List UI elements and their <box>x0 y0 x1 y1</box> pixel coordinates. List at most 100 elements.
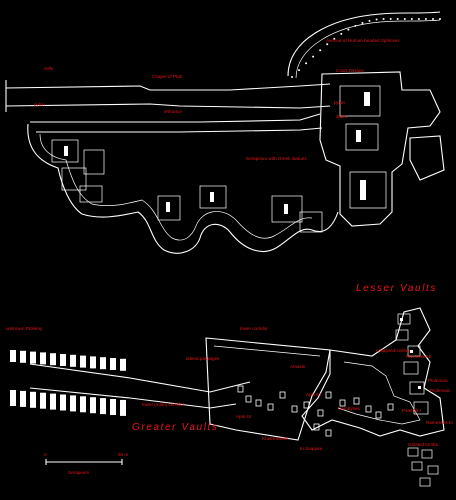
sphinx-dot <box>347 28 350 31</box>
lower-plan: Lesser Vaults Greater Vaults unknown Pto… <box>6 283 453 487</box>
sphinx-dot <box>432 18 434 20</box>
lesser-vaults-outline <box>301 307 445 437</box>
scale-end: 50 m <box>118 452 128 457</box>
lower-main-corridor-bottom <box>29 387 237 409</box>
vault-niche <box>40 392 46 409</box>
vault-niche <box>20 390 26 407</box>
vault-niche <box>120 358 126 371</box>
burial-chamber <box>303 401 310 409</box>
hall-chamber-dots <box>237 385 394 437</box>
court-pillar <box>356 130 361 142</box>
label-cambyses: Cambyses <box>338 406 360 411</box>
sphinx-dot <box>396 18 399 20</box>
central-hall-outline <box>205 337 331 441</box>
sphinx-dot <box>368 19 371 22</box>
lesser-vault-rooms <box>395 313 429 415</box>
burial-chamber <box>387 403 394 411</box>
label-cells: cells <box>44 66 54 71</box>
label-entrance: entrance <box>164 109 182 114</box>
burial-chamber <box>365 405 372 413</box>
sphinx-dots <box>291 18 441 78</box>
eastern-annex <box>409 135 445 181</box>
burial-chamber <box>237 385 244 393</box>
title-lesser-vaults: Lesser Vaults <box>356 283 437 294</box>
vault-niche <box>110 358 116 370</box>
sphinx-dot <box>361 22 364 24</box>
sphinx-dot <box>298 69 300 72</box>
upper-gallery-bottom <box>36 127 323 133</box>
label-ptolemaic-1: Ptolemaic <box>428 378 449 383</box>
court-inner-room-3 <box>349 171 387 209</box>
label-collapsed-ceiling: collapsed ceiling <box>376 348 410 353</box>
label-ptolemaic-2: Ptolemaic <box>430 388 451 393</box>
vault-niche <box>120 399 126 416</box>
burial-chamber <box>375 411 382 419</box>
vault-niche <box>60 394 66 411</box>
sphinx-dot <box>340 32 343 35</box>
sphinx-avenue-inner-wall <box>295 19 441 79</box>
upper-corridor-top-wall <box>5 83 331 91</box>
sphinx-dot <box>389 18 392 20</box>
label-chapel-ptah: Chapel of Ptah <box>152 74 183 79</box>
label-pylon-2: pylon <box>334 100 345 105</box>
sphinx-dot <box>333 37 336 40</box>
burial-chamber <box>291 405 298 413</box>
court-inner-room-1 <box>339 85 381 117</box>
vault-niche <box>110 399 116 415</box>
court-pillar <box>364 92 370 106</box>
burial-chamber <box>339 399 346 407</box>
vault-niche <box>90 397 96 414</box>
sphinx-dot <box>354 24 357 27</box>
label-unknown-ptolemy: unknown Ptolemy <box>6 326 43 331</box>
label-apis-51: Apis 51 <box>306 392 322 397</box>
vault-niche <box>70 354 76 367</box>
label-lower-corridor: lower corridor <box>240 326 268 331</box>
upper-rooms <box>51 139 323 233</box>
sphinx-dot <box>291 76 293 78</box>
label-amasis: Amasis <box>290 364 306 369</box>
sphinx-dot <box>382 18 385 20</box>
vault-niche <box>100 398 106 415</box>
burial-chamber <box>267 403 274 411</box>
vault-niche <box>10 390 16 406</box>
vault-niche <box>50 393 56 410</box>
label-serapeum-greek-statues: Serapeum with Greek statues <box>246 156 307 161</box>
vault-niche <box>50 353 56 366</box>
label-to-saqqara: to Saqqara <box>300 446 323 451</box>
greater-vaults-comb <box>10 350 126 416</box>
scale-caption: Serapeum <box>68 470 89 475</box>
vault-niche <box>80 355 86 368</box>
label-lower-main-corridor: lower (main) corridor <box>142 402 185 407</box>
burial-chamber <box>279 391 286 399</box>
upper-corridor-bottom-wall <box>5 103 331 109</box>
sphinx-dot <box>410 18 413 20</box>
lower-main-corridor-top <box>29 363 251 393</box>
upper-cave-inner <box>39 133 313 241</box>
label-isolated-tombs: Isolated tombs <box>408 442 439 447</box>
upper-cave-outline <box>27 123 339 254</box>
label-court-terrace: Court Terrace <box>336 68 364 73</box>
burial-chamber <box>245 395 252 403</box>
lesser-vaults-inner <box>337 361 421 425</box>
central-hall-inner <box>213 345 321 357</box>
upper-gallery-top <box>30 113 321 123</box>
sphinx-dot <box>417 18 420 20</box>
label-stairs: stairs <box>336 114 348 119</box>
vault-niche <box>10 350 16 362</box>
vault-niche <box>90 356 96 369</box>
upper-plan: Avenue of Human-headed Sphinxes Chapel o… <box>5 11 445 254</box>
isolated-tombs <box>407 447 439 487</box>
burial-chamber <box>317 409 324 417</box>
sphinx-dot <box>375 18 378 21</box>
sphinx-dot <box>439 18 441 20</box>
burial-chamber <box>325 391 332 399</box>
sphinx-dot <box>424 18 427 20</box>
vault-niche <box>30 351 36 364</box>
scale-start: 0 <box>44 452 47 457</box>
label-sphinx-avenue: Avenue of Human-headed Sphinxes <box>326 38 400 43</box>
vault-niche <box>40 352 46 365</box>
title-greater-vaults: Greater Vaults <box>132 422 219 433</box>
sphinx-dot <box>305 62 308 65</box>
